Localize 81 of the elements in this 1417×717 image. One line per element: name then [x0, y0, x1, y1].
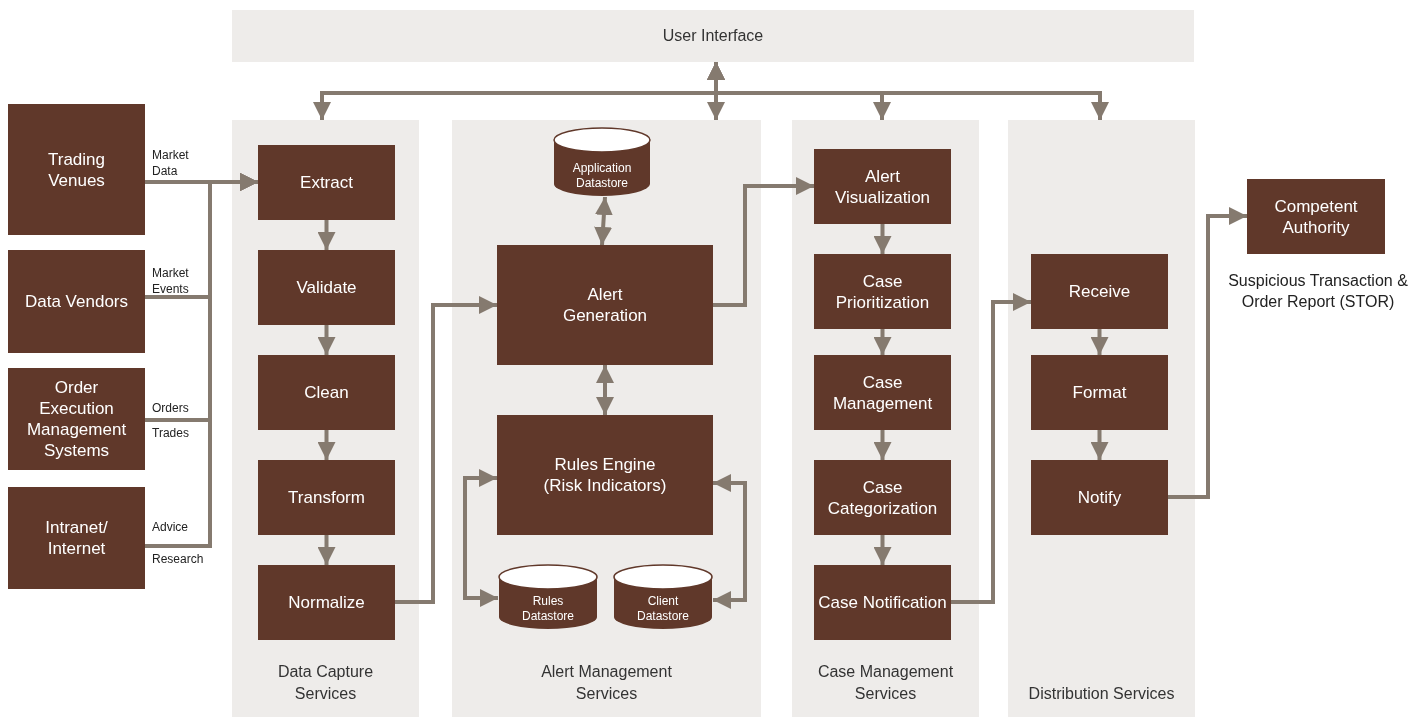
box-label: User Interface: [662, 27, 764, 45]
box-label: Case Prioritization: [834, 270, 931, 313]
box-label: Competent Authority: [1273, 195, 1359, 238]
datastore-cylinder: [498, 564, 598, 630]
caption-text: Suspicious Transaction & Order Report (STOR): [1228, 271, 1408, 312]
arrow: [317, 535, 336, 565]
box-label: Receive: [1068, 281, 1131, 302]
process-box: [1031, 460, 1168, 535]
process-box: [814, 254, 951, 329]
service-panel: [792, 120, 979, 717]
panel-title: Alert Management Services: [540, 662, 673, 704]
box-label: Normalize: [288, 592, 365, 613]
arrow: [594, 196, 613, 246]
process-box: [814, 355, 951, 430]
arrow: [395, 296, 497, 604]
box-label: Alert Generation: [561, 284, 649, 326]
arrow: [1090, 430, 1109, 460]
arrow: [463, 469, 498, 607]
box-label: Data Vendors: [25, 291, 128, 312]
box-label: Transform: [288, 487, 365, 508]
box-label: Intranet/ Internet: [44, 517, 109, 559]
box-label: Alert Visualization: [833, 165, 932, 208]
arrow: [317, 430, 336, 460]
arrow: [873, 329, 892, 355]
arrow: [951, 293, 1031, 604]
panel-title: Case Management Services: [816, 662, 955, 704]
arrow: [713, 474, 747, 609]
process-box: [8, 368, 145, 470]
datastore-label: Application Datastore: [571, 161, 633, 191]
datastore-label: Client Datastore: [636, 594, 690, 624]
arrow: [873, 535, 892, 565]
flow-label: Research: [152, 551, 204, 567]
box-label: Clean: [304, 382, 349, 403]
process-box: [8, 250, 145, 353]
box-label: Extract: [300, 172, 353, 193]
service-panel: [452, 120, 761, 717]
box-label: Case Notification: [818, 592, 947, 613]
box-label: Trading Venues: [47, 148, 106, 191]
arrow: [317, 220, 336, 250]
process-box: [258, 250, 395, 325]
arrow: [1168, 207, 1247, 499]
box-label: Format: [1072, 382, 1127, 403]
process-box: [258, 145, 395, 220]
arrow: [596, 365, 614, 415]
panel-title: Data Capture Services: [276, 662, 375, 704]
process-box: [814, 149, 951, 224]
interface-band: [232, 10, 1194, 62]
box-label: Order Execution Management Systems: [25, 377, 128, 461]
process-box: [8, 104, 145, 235]
process-box: [497, 245, 713, 365]
box-label: Notify: [1077, 487, 1122, 508]
edge-label: Advice: [152, 519, 190, 535]
process-box: [258, 355, 395, 430]
box-label: Case Management: [831, 371, 934, 414]
process-box: [814, 565, 951, 640]
edge-label: Market Data: [152, 147, 190, 179]
arrow: [873, 224, 892, 254]
box-label: Validate: [296, 277, 357, 298]
service-panel: [232, 120, 419, 717]
service-panel: [1008, 120, 1195, 717]
arrow: [1090, 329, 1109, 355]
flow-label: Trades: [152, 425, 189, 441]
process-box: [1031, 355, 1168, 430]
arrow: [713, 177, 814, 307]
edge-label: Market Events: [152, 265, 190, 297]
process-box: [1031, 254, 1168, 329]
arrow: [873, 430, 892, 460]
datastore-cylinder: [613, 564, 713, 630]
process-box: [497, 415, 713, 535]
process-box: [258, 460, 395, 535]
edge-label: Orders: [152, 400, 190, 416]
arrow: [317, 325, 336, 355]
panel-title: Distribution Services: [1027, 684, 1176, 704]
process-box: [258, 565, 395, 640]
datastore-cylinder: [553, 127, 651, 197]
process-box: [814, 460, 951, 535]
box-label: Rules Engine (Risk Indicators): [542, 454, 668, 496]
process-box: [8, 487, 145, 589]
datastore-label: Rules Datastore: [521, 594, 575, 624]
box-label: Case Categorization: [826, 476, 939, 519]
process-box: [1247, 179, 1385, 254]
